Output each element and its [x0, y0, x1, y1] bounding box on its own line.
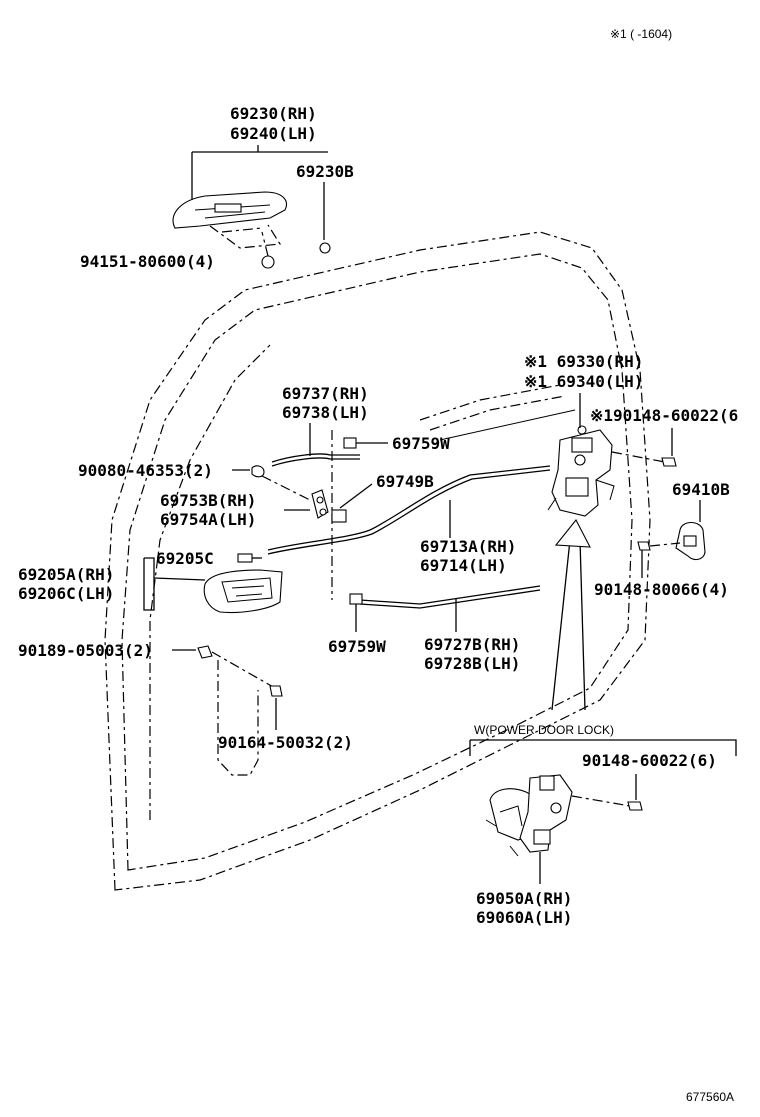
- bezel-69205c: [237, 553, 253, 563]
- inner-panel-pocket: [217, 660, 259, 776]
- label-69050a: 69050A(RH): [476, 889, 572, 908]
- outer-door-handle: [172, 191, 287, 249]
- rod-69727b: [359, 585, 541, 605]
- screw-90148-60022: [661, 457, 677, 467]
- arrow-shaft: [551, 539, 586, 711]
- label-69754a: 69754A(LH): [160, 510, 256, 529]
- striker-screw-axis: [649, 542, 681, 547]
- label-69728b: 69728B(LH): [424, 654, 520, 673]
- screw-axis-inner: [211, 651, 276, 689]
- leader-inner-handle-bracket: [143, 557, 155, 611]
- label-69738: 69738(LH): [282, 403, 369, 422]
- bolt-94151: [261, 255, 275, 269]
- screw-90189: [197, 645, 213, 659]
- bracket-69749b: [331, 509, 347, 523]
- power-door-lock-actuator: [485, 774, 573, 857]
- label-69060a: 69060A(LH): [476, 908, 572, 927]
- door-outline: [104, 231, 651, 891]
- label-69340: ※1 69340(LH): [524, 372, 643, 391]
- label-90080: 90080-46353(2): [78, 461, 213, 480]
- cable-69737-b: [271, 457, 360, 467]
- label-69753b: 69753B(RH): [160, 491, 256, 510]
- label-69330: ※1 69330(RH): [524, 352, 643, 371]
- rod-69727b-b: [359, 589, 541, 609]
- screw-90148-80066: [637, 541, 651, 551]
- rod-69713a: [267, 465, 551, 551]
- label-90148-80066: 90148-80066(4): [594, 580, 729, 599]
- label-69713a: 69713A(RH): [420, 537, 516, 556]
- power-lock-bracket: [469, 739, 737, 756]
- header-note: ※1 ( -1604): [610, 27, 672, 41]
- label-69240: 69240(LH): [230, 124, 317, 143]
- door-lock-assembly: [547, 425, 615, 517]
- label-69749b: 69749B: [376, 472, 434, 491]
- label-69410b: 69410B: [672, 480, 730, 499]
- lock-screw-axis: [611, 451, 666, 463]
- label-69727b: 69727B(RH): [424, 635, 520, 654]
- label-69230b: 69230B: [296, 162, 354, 181]
- label-69759w-top: 69759W: [392, 434, 450, 453]
- label-69230: 69230(RH): [230, 104, 317, 123]
- label-lock-screw: ※190148-60022(6: [590, 406, 738, 425]
- label-69759w-bottom: 69759W: [328, 637, 386, 656]
- leader-bracket: [339, 483, 373, 509]
- bolt-94151-axis: [261, 231, 269, 257]
- label-power-door-lock: W(POWER DOOR LOCK): [474, 723, 614, 737]
- diagram-code: 677560A: [686, 1090, 734, 1104]
- fastener-90080: [251, 465, 265, 478]
- label-69205c: 69205C: [156, 549, 214, 568]
- screw-power-lock: [627, 801, 643, 811]
- inside-door-handle: [203, 569, 283, 614]
- fastener-axis: [261, 475, 311, 501]
- label-69714: 69714(LH): [420, 556, 507, 575]
- label-69206c: 69206C(LH): [18, 584, 114, 603]
- clip-69759w-bottom: [349, 593, 363, 605]
- leader-inner-handle: [153, 577, 206, 581]
- door-striker: [675, 521, 706, 561]
- power-lock-screw-axis: [571, 795, 631, 807]
- arrow-head: [554, 518, 591, 548]
- clip-69230b: [319, 242, 331, 254]
- bolt-90164: [269, 685, 283, 697]
- label-90164: 90164-50032(2): [218, 733, 353, 752]
- rod-69713a-b: [267, 469, 551, 555]
- label-69205a: 69205A(RH): [18, 565, 114, 584]
- cable-69737: [271, 453, 360, 463]
- lock-lever: [311, 489, 329, 519]
- label-94151: 94151-80600(4): [80, 252, 215, 271]
- clip-69759w-top: [343, 437, 357, 449]
- label-90189: 90189-05003(2): [18, 641, 153, 660]
- label-69737: 69737(RH): [282, 384, 369, 403]
- label-power-lock-screw: 90148-60022(6): [582, 751, 717, 770]
